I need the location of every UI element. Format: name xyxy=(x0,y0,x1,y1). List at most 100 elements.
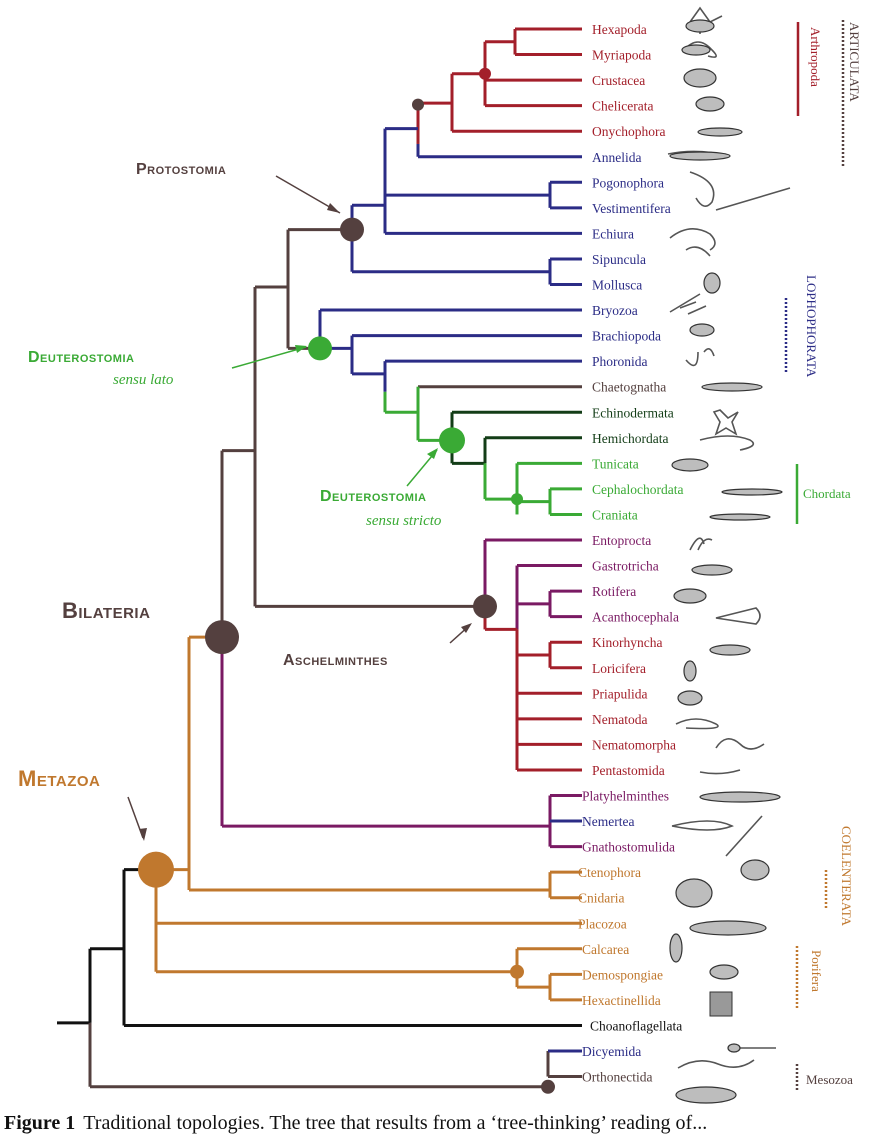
organism-nematomorpha-outline xyxy=(715,738,765,750)
organism-nemertea-outline xyxy=(671,820,734,831)
organism-annelida xyxy=(669,151,731,161)
organism-echinodermata-outline xyxy=(712,409,739,436)
organism-choanoflagellata xyxy=(727,1043,741,1053)
taxon-label-hemichordata: Hemichordata xyxy=(592,431,668,446)
taxon-label-bryozoa: Bryozoa xyxy=(592,303,638,318)
taxon-label-calcarea: Calcarea xyxy=(582,942,629,957)
taxon-label-mollusca: Mollusca xyxy=(592,278,642,293)
taxon-label-cnidaria: Cnidaria xyxy=(578,891,625,906)
caption-label: Figure 1 xyxy=(4,1112,76,1134)
taxon-label-tunicata: Tunicata xyxy=(592,456,639,471)
organism-cephalochordata xyxy=(721,488,783,496)
organism-hemichordata-outline xyxy=(699,435,755,451)
aschelminthes-label: Aschelminthes xyxy=(283,652,388,669)
deuterostomia-stricto-node xyxy=(439,427,465,454)
organism-ctenophora xyxy=(740,859,770,881)
deuterostomia-stricto-label: Deuterostomia xyxy=(320,488,426,505)
taxon-label-gastrotricha: Gastrotricha xyxy=(592,559,659,574)
taxon-label-onychophora: Onychophora xyxy=(592,124,665,139)
taxon-labels: HexapodaMyriapodaCrustaceaChelicerataOny… xyxy=(578,22,683,1085)
organism-chaetognatha xyxy=(701,382,763,392)
figure-caption: Figure 1 Traditional topologies. The tree… xyxy=(4,1112,707,1135)
caption-text: Traditional topologies. The tree that re… xyxy=(83,1112,708,1134)
taxon-label-echinodermata: Echinodermata xyxy=(592,405,674,420)
organism-hexapoda xyxy=(685,19,715,33)
mesozoa-label: Mesozoa xyxy=(806,1072,853,1087)
taxon-label-echiura: Echiura xyxy=(592,226,634,241)
organism-placozoa xyxy=(689,920,767,936)
organism-kinorhyncha xyxy=(709,644,751,656)
organism-cnidaria xyxy=(675,878,713,908)
organism-chelicerata xyxy=(695,96,725,112)
lophophorata-label: LOPHOPHORATA xyxy=(804,275,819,378)
organism-gastrotricha xyxy=(691,564,733,576)
taxon-label-loricifera: Loricifera xyxy=(592,661,646,676)
porifera-label: Porifera xyxy=(809,950,824,992)
organism-bryozoa-outline xyxy=(669,293,707,315)
organism-dicyemida-outline xyxy=(677,1059,755,1069)
coelenterata-label: COELENTERATA xyxy=(839,826,854,927)
deuterostomia-lato-sublabel: sensu lato xyxy=(113,372,174,388)
organism-orthonectida xyxy=(675,1086,737,1104)
organism-nematoda-outline xyxy=(675,718,719,730)
arthropoda-label: Arthropoda xyxy=(808,27,823,87)
taxon-label-craniata: Craniata xyxy=(592,507,638,522)
organism-pentastomida-outline xyxy=(699,769,741,775)
organism-myriapoda-outline xyxy=(683,41,717,58)
chordata-label: Chordata xyxy=(803,486,851,501)
taxon-label-nematoda: Nematoda xyxy=(592,712,647,727)
taxon-label-acanthocephala: Acanthocephala xyxy=(592,610,679,625)
taxon-label-orthonectida: Orthonectida xyxy=(582,1070,652,1085)
organism-craniata xyxy=(709,513,771,521)
aschelminthes-arrowhead xyxy=(461,623,472,633)
taxon-label-demospongiae: Demospongiae xyxy=(582,967,663,982)
taxon-label-nemertea: Nemertea xyxy=(582,814,634,829)
chordata-node xyxy=(511,493,523,506)
mesozoa-node xyxy=(541,1079,555,1094)
organism-calcarea xyxy=(669,933,683,963)
protostomia-arrowhead xyxy=(327,203,340,213)
taxon-label-chelicerata: Chelicerata xyxy=(592,99,653,114)
taxon-label-dicyemida: Dicyemida xyxy=(582,1044,641,1059)
taxon-label-brachiopoda: Brachiopoda xyxy=(592,329,661,344)
organism-hexactinellida xyxy=(709,991,733,1017)
taxon-label-platyhelminthes: Platyhelminthes xyxy=(582,789,669,804)
taxon-label-gnathostomulida: Gnathostomulida xyxy=(582,840,675,855)
organism-phoronida-outline xyxy=(685,348,715,367)
deuterostomia-stricto-arrowhead xyxy=(427,448,438,459)
phylogenetic-tree: HexapodaMyriapodaCrustaceaChelicerataOny… xyxy=(18,6,862,1104)
organism-entoprocta-outline xyxy=(689,537,713,551)
organism-platyhelminthes xyxy=(699,791,781,803)
organism-loricifera xyxy=(683,660,697,682)
taxon-label-sipuncula: Sipuncula xyxy=(592,252,646,267)
taxon-label-pentastomida: Pentastomida xyxy=(592,763,665,778)
taxon-label-ctenophora: Ctenophora xyxy=(578,865,641,880)
taxon-label-entoprocta: Entoprocta xyxy=(592,533,651,548)
organism-tunicata xyxy=(671,458,709,472)
organism-echiura-outline xyxy=(669,228,716,251)
organism-brachiopoda xyxy=(689,323,715,337)
bilateria-node xyxy=(205,620,239,655)
protostomia-label: Protostomia xyxy=(136,161,226,178)
organism-priapulida xyxy=(677,690,703,706)
deuterostomia-lato-arrow xyxy=(231,346,307,369)
taxon-label-nematomorpha: Nematomorpha xyxy=(592,737,676,752)
organism-pogonophora-outline xyxy=(689,171,715,207)
bilateria-label: Bilateria xyxy=(62,598,150,623)
organism-onychophora xyxy=(697,127,743,137)
deuterostomia-lato-arrowhead xyxy=(295,345,307,353)
metazoa-node xyxy=(138,851,174,888)
taxon-label-hexapoda: Hexapoda xyxy=(592,22,647,37)
taxon-label-myriapoda: Myriapoda xyxy=(592,48,651,63)
organism-mollusca xyxy=(703,272,721,294)
organism-acanthocephala-outline xyxy=(715,607,761,625)
deuterostomia-lato-node xyxy=(308,336,332,361)
organism-illustrations xyxy=(667,6,791,1104)
taxon-label-hexactinellida: Hexactinellida xyxy=(582,993,661,1008)
tree-branches xyxy=(57,27,582,1089)
protostomia-node xyxy=(340,217,364,242)
articulata-label: ARTICULATA xyxy=(847,22,862,102)
taxon-label-annelida: Annelida xyxy=(592,150,642,165)
metazoa-label: Metazoa xyxy=(18,766,100,791)
taxon-label-placozoa: Placozoa xyxy=(578,916,627,931)
